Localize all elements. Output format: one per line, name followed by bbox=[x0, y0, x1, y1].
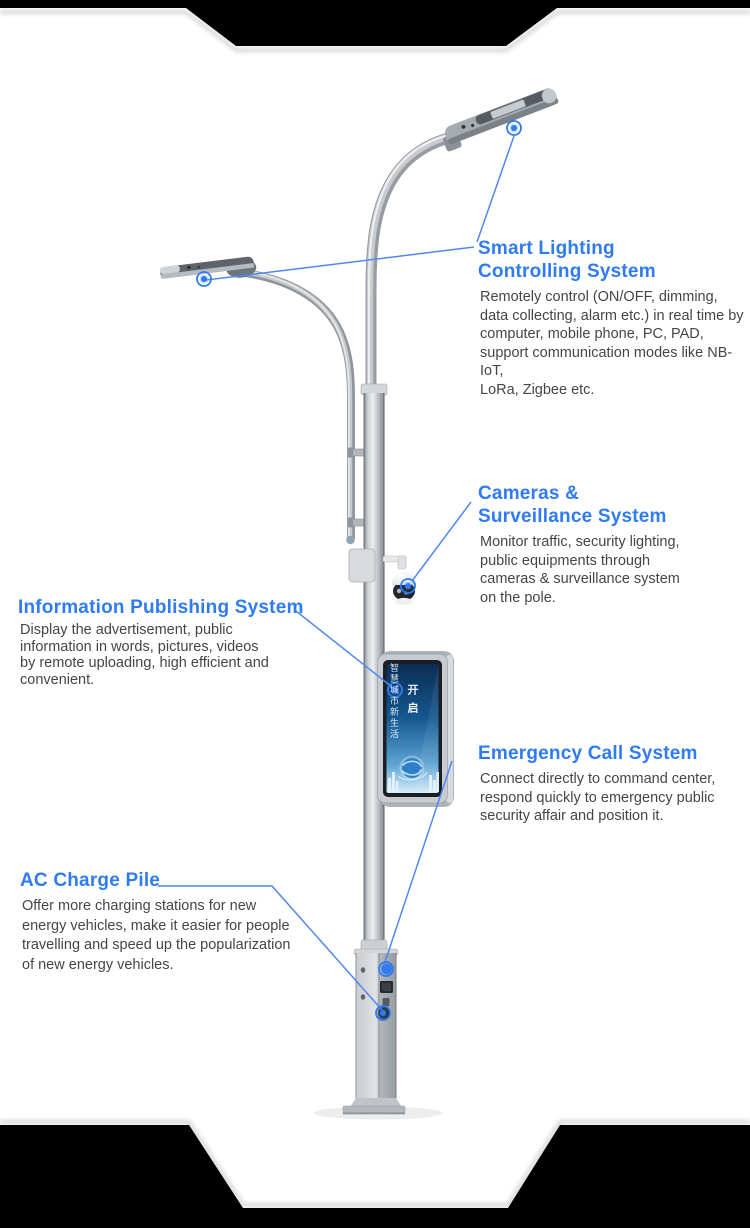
section-cameras-surveillance: Cameras & Surveillance System Monitor tr… bbox=[478, 482, 738, 607]
decor-top-ribbon bbox=[0, 0, 750, 52]
street-lamp-left bbox=[159, 256, 257, 279]
street-lamp-top bbox=[442, 88, 559, 152]
display-screen-subline: 智慧城市新生活 bbox=[388, 663, 398, 740]
hotspot-dot-emergency bbox=[378, 961, 394, 977]
callout-line-emergency bbox=[383, 760, 453, 966]
section-body: Offer more charging stations for new ene… bbox=[22, 898, 291, 973]
section-title: Smart Lighting Controlling System bbox=[478, 238, 656, 282]
decor-bottom-ribbon bbox=[0, 1120, 750, 1228]
hotspot-dot-top-lamp bbox=[506, 120, 522, 136]
left-lamp-arm bbox=[234, 268, 355, 545]
section-smart-lighting: Smart Lighting Controlling System Remote… bbox=[478, 237, 748, 399]
hotspot-dots bbox=[196, 120, 522, 1021]
hotspot-dot-camera bbox=[400, 578, 416, 594]
callout-line-cameras bbox=[411, 501, 472, 582]
section-body: Remotely control (ON/OFF, dimming, data … bbox=[480, 289, 744, 398]
section-body: Monitor traffic, security lighting, publ… bbox=[480, 534, 680, 606]
globe-graphic bbox=[397, 755, 428, 781]
callout-lines bbox=[158, 135, 515, 1011]
callout-line-smart-lighting-top bbox=[476, 135, 515, 243]
section-title: Emergency Call System bbox=[478, 743, 698, 764]
section-ac-charge-pile: AC Charge Pile Offer more charging stati… bbox=[20, 869, 320, 975]
hotspot-dot-display bbox=[387, 682, 403, 698]
hotspot-dot-charge bbox=[375, 1005, 391, 1021]
section-information-publishing: Information Publishing System Display th… bbox=[18, 596, 318, 688]
section-title: Cameras & Surveillance System bbox=[478, 483, 667, 527]
top-lamp-arm bbox=[365, 131, 458, 398]
section-body: Display the advertisement, public inform… bbox=[20, 622, 269, 688]
section-title: AC Charge Pile bbox=[20, 870, 161, 891]
callout-line-charge bbox=[158, 885, 383, 1011]
hotspot-dot-left-lamp bbox=[196, 271, 212, 287]
callout-line-smart-lighting-left bbox=[205, 246, 475, 281]
display-screen-headline: 开启 bbox=[406, 684, 419, 720]
charge-cabinet bbox=[342, 948, 406, 1115]
section-body: Connect directly to command center, resp… bbox=[480, 771, 716, 824]
callout-line-information bbox=[295, 610, 393, 688]
section-emergency-call: Emergency Call System Connect directly t… bbox=[478, 742, 748, 826]
junction-box bbox=[348, 548, 376, 583]
section-title: Information Publishing System bbox=[18, 597, 304, 618]
